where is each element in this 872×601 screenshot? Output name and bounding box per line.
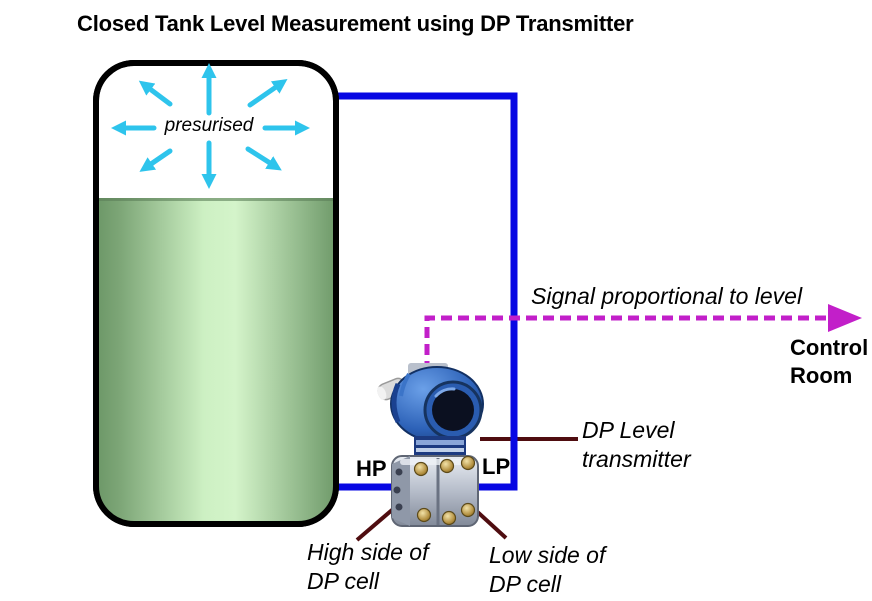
pressurised-label: presurised [164,115,254,136]
housing-rib [391,382,401,423]
low-side-label: Low side of DP cell [489,541,605,599]
dp-transmitter-label-line1: DP Level [582,417,675,443]
arrow-up-left-icon [138,80,173,107]
high-side-label-line2: DP cell [307,568,379,594]
dp-transmitter-label-line2: transmitter [582,446,691,472]
high-side-label: High side of DP cell [307,538,428,596]
dp-cell-bolts [413,455,476,526]
pressure-arrows [111,63,310,189]
cable-gland-cap [377,386,387,400]
signal-line [424,304,862,372]
control-room-line2: Room [790,363,853,388]
display-window [432,389,474,431]
display-highlight [434,387,456,398]
neck-label-stripe [416,440,464,445]
signal-dashed-line [424,315,828,372]
arrow-down-left-icon [139,148,173,172]
control-room-line1: Control [790,335,869,360]
dp-transmitter-illustration [377,363,484,527]
arrow-up-right-icon [247,79,288,108]
low-side-label-line1: Low side of [489,542,606,568]
arrow-down-right-icon [245,146,282,171]
tank-liquid [96,198,336,524]
signal-arrowhead-icon [828,304,862,332]
control-room-label: Control Room [790,334,868,390]
bolt-icon [441,510,457,526]
high-side-label-line1: High side of [307,539,429,565]
flange-hole [395,468,403,476]
closed-tank [93,60,339,527]
liquid-surface-line [96,198,336,201]
housing-rib-2 [399,372,411,397]
bolt-icon [416,507,432,523]
tank-outline [93,60,339,527]
diagram-title: Closed Tank Level Measurement using DP T… [77,11,634,36]
bolt-icon [460,455,476,471]
flange-hole [393,486,401,494]
bolt-icon [439,458,455,474]
lp-impulse-pipe [338,92,518,491]
signal-label: Signal proportional to level [531,283,803,309]
neck-label-stripe-2 [416,448,464,452]
low-side-label-line2: DP cell [489,571,561,597]
lp-label: LP [482,454,511,479]
hp-label: HP [356,456,387,481]
flange-hole [395,503,403,511]
bolt-icon [413,461,429,477]
dp-transmitter-label: DP Level transmitter [582,416,691,474]
bolt-icon [460,502,476,518]
